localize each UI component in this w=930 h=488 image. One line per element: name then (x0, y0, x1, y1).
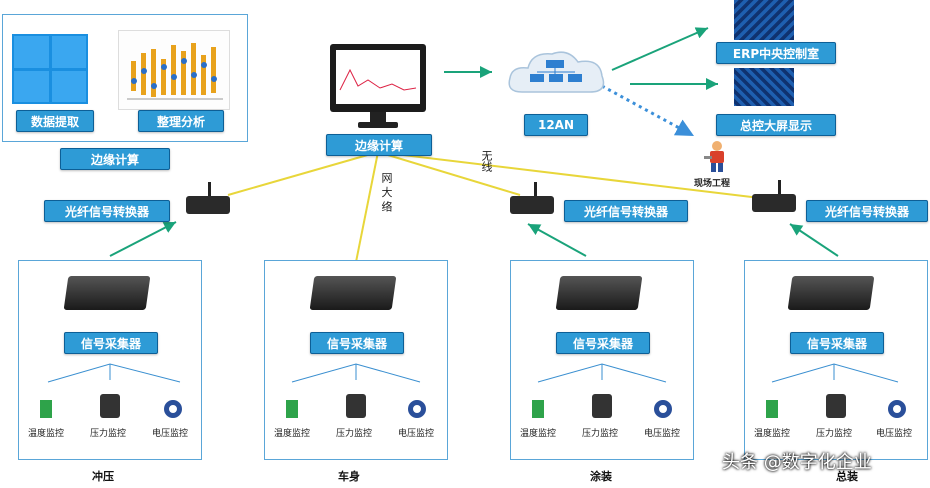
current-clamp-icon (164, 400, 182, 418)
sensor-caption-2b: 压力监控 (336, 429, 373, 439)
sensor-caption-4c: 电压监控 (876, 429, 913, 439)
collector-label-2: 信号采集器 (310, 332, 404, 354)
converter-device-2 (510, 182, 554, 216)
site-name-2: 车身 (338, 470, 360, 483)
vertical-link-label: 网 大 络 (380, 172, 393, 212)
sensor-caption-2a: 温度监控 (274, 429, 311, 439)
site-name-4: 总装 (836, 470, 858, 483)
windows-logo-icon (12, 34, 88, 104)
arrow-station4-to-converter (789, 223, 839, 257)
arrow-station1-to-converter (109, 221, 177, 257)
sensor-caption-1c: 电压监控 (152, 429, 189, 439)
converter-device-3 (752, 180, 796, 214)
analysis-chart-image (118, 30, 230, 110)
site-name-3: 涂装 (590, 470, 612, 483)
current-clamp-icon (408, 400, 426, 418)
arrow-station3-to-converter (527, 223, 587, 257)
temperature-sensor-icon (766, 400, 778, 418)
analysis-label: 整理分析 (138, 110, 224, 132)
collector-label-4: 信号采集器 (790, 332, 884, 354)
wireless-link-label: 无线 (480, 150, 493, 172)
sensor-caption-3b: 压力监控 (582, 429, 619, 439)
pressure-sensor-icon (592, 394, 612, 418)
sensor-caption-1a: 温度监控 (28, 429, 65, 439)
sensor-caption-1b: 压力监控 (90, 429, 127, 439)
current-clamp-icon (654, 400, 672, 418)
sensor-caption-4b: 压力监控 (816, 429, 853, 439)
big-screen-label: 总控大屏显示 (716, 114, 836, 136)
watermark-text: 头条 @数字化企业 (722, 452, 872, 473)
big-screen-image (734, 68, 794, 106)
worker-icon (702, 140, 732, 174)
site-name-1: 冲压 (92, 470, 114, 483)
pressure-sensor-icon (346, 394, 366, 418)
lan-label: 12AN (524, 114, 588, 136)
control-room-image (734, 0, 794, 40)
converter-label-1: 光纤信号转换器 (44, 200, 170, 222)
collector-label-1: 信号采集器 (64, 332, 158, 354)
edge-compute-center-label: 边缘计算 (326, 134, 432, 156)
sensor-caption-3a: 温度监控 (520, 429, 557, 439)
pressure-sensor-icon (100, 394, 120, 418)
sensor-caption-2c: 电压监控 (398, 429, 435, 439)
data-extract-label: 数据提取 (16, 110, 94, 132)
link-to-converter-2 (377, 151, 521, 196)
temperature-sensor-icon (40, 400, 52, 418)
sensor-caption-4a: 温度监控 (754, 429, 791, 439)
worker-label: 现场工程 (694, 179, 731, 189)
edge-compute-left-label: 边缘计算 (60, 148, 170, 170)
converter-label-3: 光纤信号转换器 (806, 200, 928, 222)
control-room-label: ERP中央控制室 (716, 42, 836, 64)
converter-device-1 (186, 182, 230, 216)
sensor-caption-3c: 电压监控 (644, 429, 681, 439)
collector-label-3: 信号采集器 (556, 332, 650, 354)
pressure-sensor-icon (826, 394, 846, 418)
cloud-icon (504, 46, 608, 100)
monitor-icon (330, 44, 426, 132)
current-clamp-icon (888, 400, 906, 418)
temperature-sensor-icon (532, 400, 544, 418)
converter-label-2: 光纤信号转换器 (564, 200, 688, 222)
link-to-converter-1 (227, 151, 379, 196)
temperature-sensor-icon (286, 400, 298, 418)
link-to-converter-3 (377, 151, 761, 199)
link-to-collector-2 (355, 151, 379, 263)
arrow-cloud-to-control (611, 27, 709, 71)
